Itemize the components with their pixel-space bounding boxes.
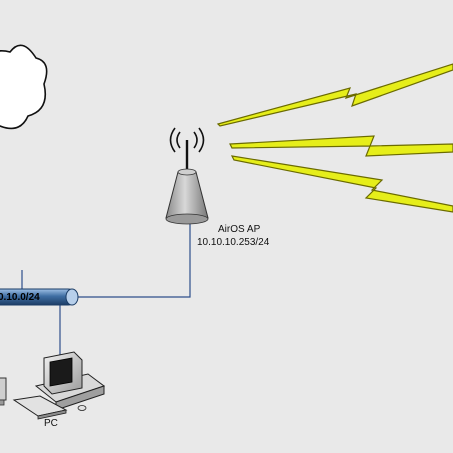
access-point-icon: [165, 168, 209, 225]
lightning-bolt-lower: [230, 155, 453, 213]
cloud-icon: [0, 44, 48, 130]
lightning-bolt-icon: [216, 63, 453, 213]
lightning-bolt-middle: [229, 135, 453, 157]
ap-name-label: AirOS AP: [218, 224, 261, 235]
partial-device-icon: [0, 377, 7, 406]
network-label: 0.10.0/24: [0, 292, 40, 303]
lightning-bolt-upper: [216, 63, 453, 127]
antenna-icon: [169, 127, 205, 170]
ap-ip-label: 10.10.10.253/24: [197, 237, 270, 248]
desktop-pc-icon: [12, 351, 106, 420]
ap-link-line: [78, 224, 191, 298]
pc-label: PC: [44, 418, 58, 429]
network-bus: [0, 288, 79, 306]
